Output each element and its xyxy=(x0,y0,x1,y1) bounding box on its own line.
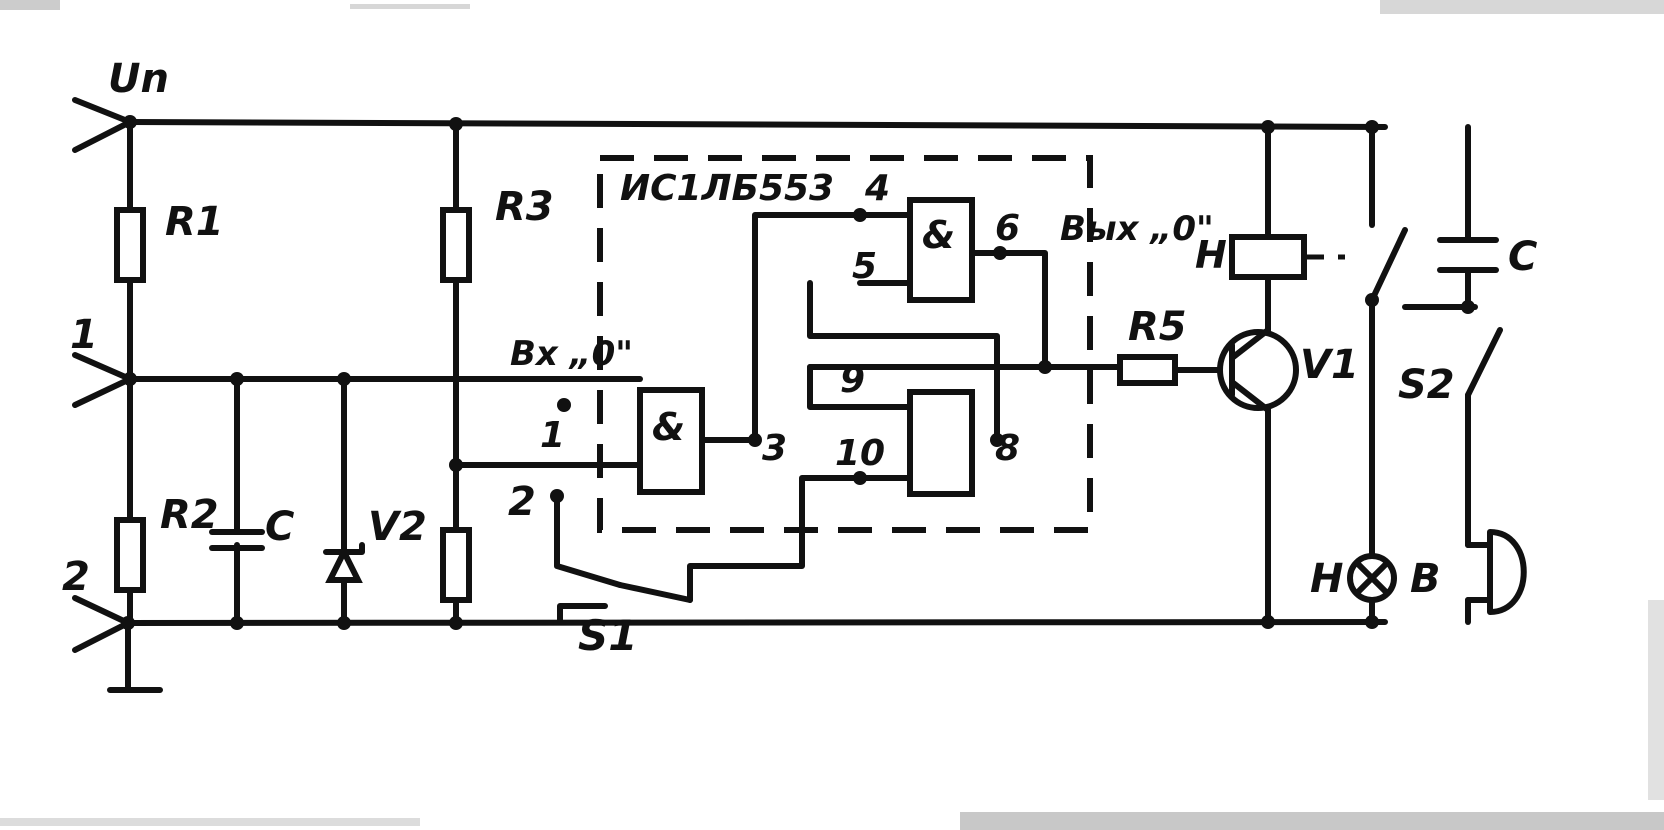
label-v2: V2 xyxy=(368,504,427,550)
label-s2: S2 xyxy=(1398,362,1455,408)
label-pin-2: 2 xyxy=(508,479,536,525)
label-pin-9: 9 xyxy=(840,360,865,401)
resistor-r1 xyxy=(114,207,146,283)
label-pin-10: 10 xyxy=(835,433,885,474)
label-terminal-1: 1 xyxy=(70,312,98,358)
label-h-lamp: H xyxy=(1310,556,1343,602)
bell-b xyxy=(1465,529,1527,615)
transistor-v1 xyxy=(1217,327,1299,413)
labels: Un R1 R2 R3 R5 C C V2 V1 S1 S2 H H B 1 2… xyxy=(62,56,1537,660)
gate-1 xyxy=(637,387,705,495)
junctions xyxy=(121,115,1475,630)
zener-diode-v2 xyxy=(323,542,365,583)
label-gate-1: & xyxy=(652,405,685,449)
label-r5: R5 xyxy=(1128,304,1187,350)
label-terminal-2: 2 xyxy=(62,554,90,600)
label-pin-5: 5 xyxy=(852,246,877,287)
and-gates xyxy=(637,197,975,497)
label-ic: ИС1ЛБ553 xyxy=(620,168,834,209)
label-v1: V1 xyxy=(1300,342,1359,388)
label-r1: R1 xyxy=(165,199,224,245)
relay-coil xyxy=(1229,234,1307,280)
label-input-state: Вх „0" xyxy=(510,334,633,374)
resistor-r3 xyxy=(440,207,472,283)
label-s1: S1 xyxy=(578,611,637,660)
label-c-right: C xyxy=(1508,234,1537,280)
resistor-r5 xyxy=(1117,354,1178,386)
ic-boundary xyxy=(597,155,1093,533)
label-pin-1: 1 xyxy=(540,415,565,456)
label-gate-2: & xyxy=(922,213,955,257)
label-r3: R3 xyxy=(495,184,554,230)
resistors xyxy=(114,207,1178,603)
label-r2: R2 xyxy=(160,492,219,538)
resistor-r2 xyxy=(114,517,146,593)
label-pin-8: 8 xyxy=(995,428,1020,469)
label-c-left: C xyxy=(265,504,294,550)
label-b-bell: B xyxy=(1410,556,1441,602)
gate-2 xyxy=(907,197,975,303)
lamp-h xyxy=(1347,553,1397,603)
label-pin-3: 3 xyxy=(762,428,787,469)
switch-s1 xyxy=(557,582,693,625)
resistor-r4 xyxy=(440,527,472,603)
label-pin-4: 4 xyxy=(864,168,890,209)
label-pin-6: 6 xyxy=(995,208,1020,249)
relay-contact xyxy=(1369,227,1408,303)
label-h-relay: H xyxy=(1195,233,1227,277)
label-output-state: Вых „0" xyxy=(1060,209,1214,249)
label-supply: Un xyxy=(108,56,169,102)
gate-3 xyxy=(907,389,975,497)
capacitor-c-right xyxy=(1437,237,1499,273)
capacitor-c-left xyxy=(209,529,265,551)
